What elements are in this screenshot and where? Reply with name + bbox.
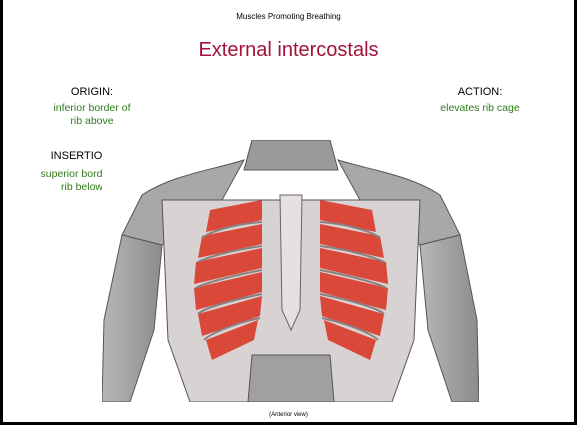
slide-title: External intercostals: [0, 39, 577, 62]
figure-caption: (Anterior view): [0, 412, 577, 418]
slide-border-left: [0, 0, 3, 425]
action-label: ACTION:: [420, 86, 540, 98]
slide-header: Muscles Promoting Breathing: [0, 12, 577, 21]
anatomy-illustration: [102, 140, 479, 402]
sternum: [280, 195, 302, 330]
origin-label: ORIGIN:: [32, 86, 152, 98]
neck-muscles: [244, 140, 338, 170]
thorax-anterior-illustration: [102, 140, 479, 402]
origin-value-line2: rib above: [22, 115, 162, 128]
right-arm: [420, 235, 479, 402]
action-value: elevates rib cage: [410, 102, 550, 115]
abdominal-muscles: [248, 355, 334, 402]
origin-value: inferior border of rib above: [22, 102, 162, 128]
origin-value-line1: inferior border of: [22, 102, 162, 115]
left-arm: [102, 235, 162, 402]
